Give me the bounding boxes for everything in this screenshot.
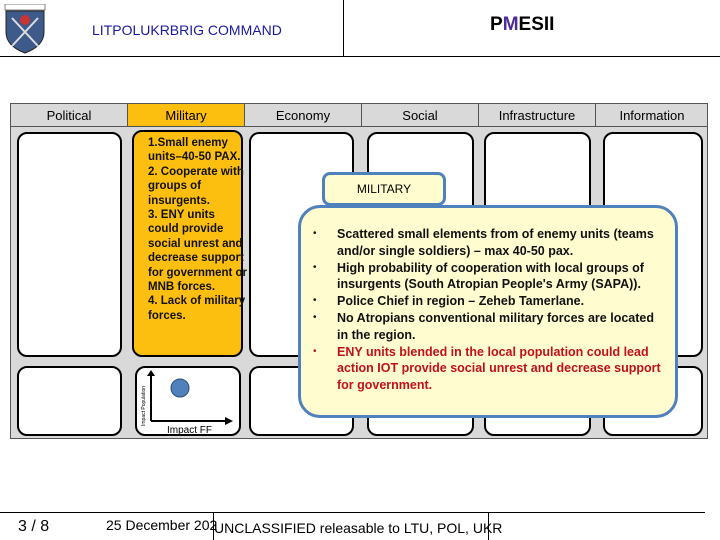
callout-bullet: No Atropians conventional military force… <box>311 310 661 344</box>
callout-bullet: High probability of cooperation with loc… <box>311 260 661 294</box>
column-header-infrastructure: Infrastructure <box>479 104 596 127</box>
title-part: M <box>502 14 519 35</box>
column-header-military: Military <box>128 104 245 127</box>
x-axis-label: Impact FF <box>167 425 212 434</box>
callout-bullet-highlight: ENY units blended in the local populatio… <box>311 344 661 394</box>
military-callout: Scattered small elements from of enemy u… <box>298 205 678 418</box>
brigade-crest-logo <box>4 4 46 54</box>
callout-title: MILITARY <box>322 172 446 206</box>
political-cell <box>17 132 122 357</box>
y-axis-label: Impact Population <box>141 386 147 426</box>
callout-bullet: Police Chief in region – Zeheb Tamerlane… <box>311 293 661 310</box>
impact-point <box>170 378 190 398</box>
footer-divider <box>488 512 489 540</box>
title-part: ESII <box>518 14 555 35</box>
military-impact-cell: Impact FF Impact Population <box>135 366 241 436</box>
organization-name: LITPOLUKRBRIG COMMAND <box>92 22 282 38</box>
column-header-social: Social <box>362 104 479 127</box>
title-part: P <box>490 14 503 35</box>
y-axis-arrow <box>147 370 155 376</box>
military-cell-text: 1.Small enemy units–40-50 PAX. 2. Cooper… <box>148 137 248 322</box>
page-number: 3 / 8 <box>18 518 50 535</box>
footer-date: 25 December 202 <box>106 517 218 533</box>
callout-bullet: Scattered small elements from of enemy u… <box>311 226 661 260</box>
column-header-economy: Economy <box>245 104 362 127</box>
military-cell: 1.Small enemy units–40-50 PAX. 2. Cooper… <box>132 130 247 357</box>
divider <box>0 56 720 57</box>
impact-mini-chart: Impact FF Impact Population <box>141 370 233 434</box>
divider <box>343 0 344 56</box>
classification: UNCLASSIFIED releasable to LTU, POL, UKR <box>214 520 503 536</box>
political-impact-cell <box>17 366 122 436</box>
x-axis-arrow <box>225 417 233 425</box>
footer-divider <box>213 512 214 540</box>
column-header-political: Political <box>11 104 128 127</box>
footer-divider <box>0 512 705 513</box>
column-header-information: Information <box>596 104 708 127</box>
slide-title: PMESII <box>490 14 554 36</box>
